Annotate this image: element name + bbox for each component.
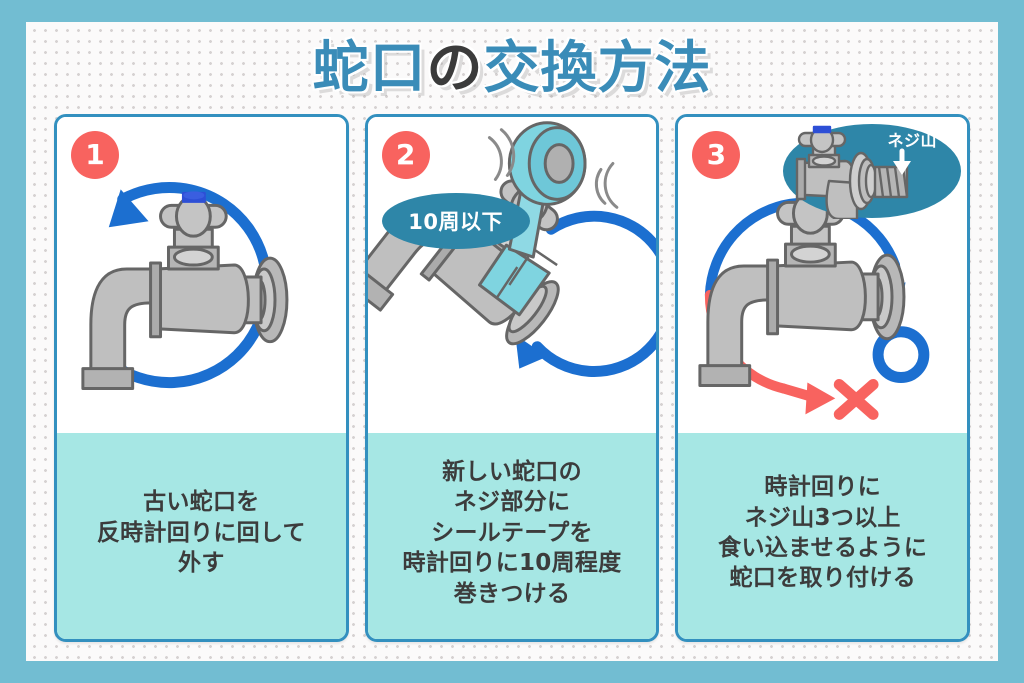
title-segment-3: 交換方法 [483, 36, 712, 101]
seal-tape-roll-icon [507, 121, 587, 206]
speech-bubble-label: 10周以下 [408, 210, 504, 234]
step-3-illustration: 3 [678, 117, 968, 433]
cross-ng-mark [834, 379, 879, 420]
screw-thread-inset [783, 124, 962, 219]
faucet-tape-diagram [367, 121, 657, 377]
poster-inner-panel: 蛇口の交換方法 1 [26, 22, 998, 661]
inset-down-arrow-icon [893, 148, 912, 175]
motion-lines-icon [487, 128, 619, 209]
inset-faucet-illustration [795, 125, 909, 219]
step-badge-2: 2 [381, 131, 430, 179]
step-2-caption-text: 新しい蛇口の ネジ部分に シールテープを 時計回りに10周程度 巻きつける [402, 459, 622, 607]
page-title: 蛇口の交換方法 [26, 30, 998, 108]
steps-container: 1 [54, 114, 971, 642]
faucet-ccw-diagram [81, 182, 289, 390]
step-3-caption-area: 時計回りに ネジ山3つ以上 食い込ませるように 蛇口を取り付ける [678, 433, 968, 639]
step-2-illustration: 2 10周以下 [367, 117, 657, 433]
faucet-illustration [81, 191, 289, 390]
title-segment-2: の [426, 36, 484, 101]
title-text: 蛇口の交換方法 [313, 30, 712, 108]
title-segment-1: 蛇口 [312, 36, 427, 101]
step-card-1: 1 [54, 114, 349, 642]
seal-tape-wrap-icon [477, 237, 558, 317]
clockwise-arrow-icon [514, 210, 657, 377]
step-2-caption-area: 新しい蛇口の ネジ部分に シールテープを 時計回りに10周程度 巻きつける [367, 433, 657, 639]
step-3-caption-text: 時計回りに ネジ山3つ以上 食い込ませるように 蛇口を取り付ける [718, 474, 928, 592]
step-1-illustration: 1 [57, 117, 346, 433]
step-card-3: 3 [675, 114, 971, 642]
speech-bubble-10-turns: 10周以下 [381, 193, 530, 249]
step-1-caption-text: 古い蛇口を 反時計回りに回して 外す [96, 489, 306, 577]
circle-ok-mark [872, 326, 930, 384]
inset-label-screw-thread: ネジ山 [887, 131, 938, 150]
step-1-caption-area: 古い蛇口を 反時計回りに回して 外す [57, 433, 346, 639]
step-card-2: 2 10周以下 [364, 114, 660, 642]
step-badge-1: 1 [71, 131, 119, 179]
step-badge-3: 3 [692, 131, 741, 179]
